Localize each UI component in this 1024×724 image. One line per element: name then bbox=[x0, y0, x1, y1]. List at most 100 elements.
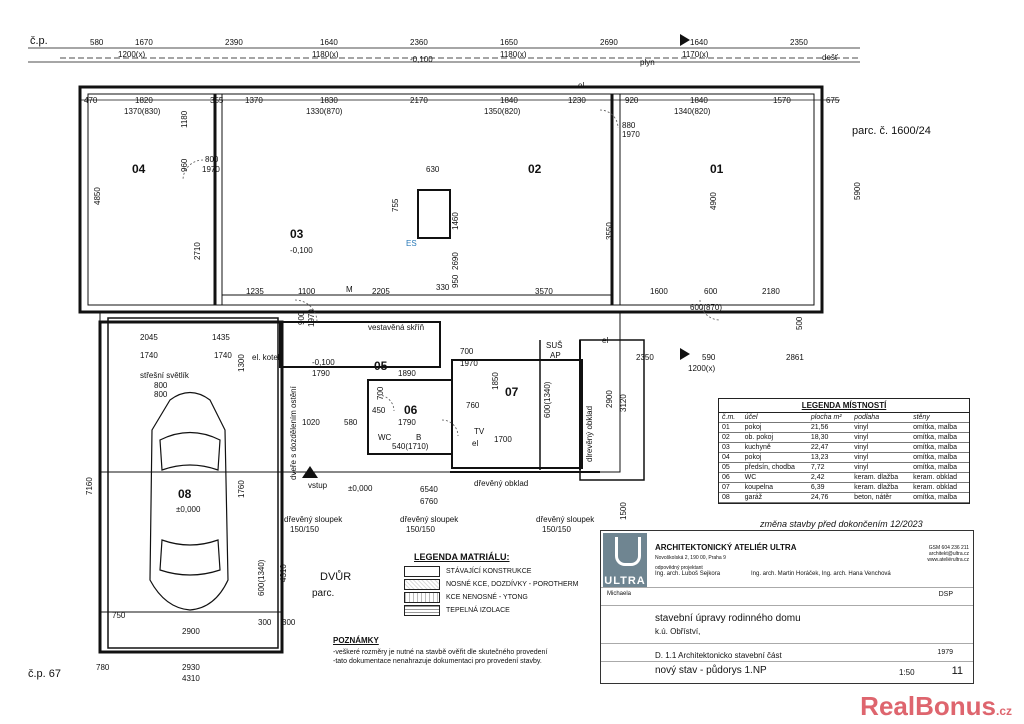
dim-in-2: 355 bbox=[210, 96, 224, 105]
dim-misc-0: 4850 bbox=[93, 187, 102, 205]
dim-sub-2: 1350(820) bbox=[484, 107, 521, 116]
contact-web: www.ateliérultra.cz bbox=[927, 557, 969, 563]
dim-misc-64: 300 bbox=[258, 618, 272, 627]
dim-misc-24: 500 bbox=[795, 316, 804, 330]
col-walls: stěny bbox=[910, 413, 969, 423]
author-label: odpovědný projektant bbox=[655, 565, 703, 571]
dim-misc-27: 1740 bbox=[140, 351, 158, 360]
project-place: k.ú. Obříství, bbox=[655, 627, 701, 636]
dim-in-7: 1230 bbox=[568, 96, 586, 105]
change-note: změna stavby před dokončením 12/2023 bbox=[760, 519, 923, 529]
room-08: 08 bbox=[178, 487, 192, 501]
cell: 22,47 bbox=[807, 442, 852, 453]
u-icon bbox=[615, 537, 641, 566]
cell: omítka, malba bbox=[910, 422, 969, 433]
cell: beton, nátěr bbox=[851, 492, 911, 503]
material-legend: LEGENDA MATRIÁLU: STÁVAJÍCÍ KONSTRUKCE N… bbox=[404, 552, 594, 618]
cell: 24,76 bbox=[807, 492, 852, 503]
divider bbox=[601, 587, 973, 588]
car-outline bbox=[149, 391, 229, 611]
post-2-label: dřevěný sloupek bbox=[536, 515, 595, 524]
divider bbox=[601, 661, 973, 662]
util-gas: plyn bbox=[640, 58, 655, 67]
room-05: 05 bbox=[374, 359, 388, 373]
dim-sub-0: 1370(830) bbox=[124, 107, 161, 116]
dim-top-0: 580 bbox=[90, 38, 104, 47]
post-2-dim: 150/150 bbox=[542, 525, 571, 534]
cell: WC bbox=[741, 472, 808, 483]
room-01: 01 bbox=[710, 162, 724, 176]
dim-misc-3: 800 bbox=[205, 155, 219, 164]
dim-in-11: 675 bbox=[826, 96, 840, 105]
closet-label: vestavěná skříň bbox=[368, 323, 424, 332]
dim-misc-36: 590 bbox=[702, 353, 716, 362]
tile-side-label: dlrevěný obklad bbox=[585, 406, 594, 462]
dim-misc-4: 1970 bbox=[202, 165, 220, 174]
dim-misc-42: 450 bbox=[372, 406, 386, 415]
room-06: 06 bbox=[404, 403, 418, 417]
note-line: -tato dokumentace nenahrazuje dokumentac… bbox=[333, 658, 542, 665]
cell: 03 bbox=[719, 442, 742, 453]
section-arrows bbox=[302, 34, 690, 478]
dim-misc-12: 880 bbox=[622, 121, 636, 130]
dim-misc-61: 2930 bbox=[182, 663, 200, 672]
dim-misc-20: 1600 bbox=[650, 287, 668, 296]
level-entrance: ±0,000 bbox=[348, 484, 373, 493]
studio-address: Novoškolská 2, 190 00, Praha 9 bbox=[655, 555, 726, 561]
room-04: 04 bbox=[132, 162, 146, 176]
investor: Michaela bbox=[607, 591, 632, 597]
dim-misc-14: 1235 bbox=[246, 287, 264, 296]
logo-text: ULTRA bbox=[604, 575, 646, 587]
dim-misc-23: 600(870) bbox=[690, 303, 722, 312]
dim-misc-52: 6540 bbox=[420, 485, 438, 494]
dim-top-2: 2390 bbox=[225, 38, 243, 47]
dim-top-3: 1640 bbox=[320, 38, 338, 47]
dim-in-3: 1370 bbox=[245, 96, 263, 105]
util-ap: AP bbox=[550, 351, 561, 360]
dim-misc-60: 750 bbox=[112, 611, 126, 620]
cell: vinyl bbox=[851, 422, 911, 433]
watermark-suffix: .cz bbox=[995, 704, 1012, 718]
dim-sub-1: 1330(870) bbox=[306, 107, 343, 116]
dim-in-4: 1830 bbox=[320, 96, 338, 105]
drawing-number: 11 bbox=[951, 665, 963, 677]
dim-misc-22: 2180 bbox=[762, 287, 780, 296]
level-03: -0,100 bbox=[290, 246, 313, 255]
divider bbox=[601, 643, 973, 644]
cell: keram. dlažba bbox=[851, 472, 911, 483]
dim-misc-25: 2045 bbox=[140, 333, 158, 342]
cell: pokoj bbox=[741, 422, 808, 433]
cell: 06 bbox=[719, 472, 742, 483]
dim-in-8: 920 bbox=[625, 96, 639, 105]
room-legend-title: LEGENDA MÍSTNOSTÍ bbox=[719, 399, 969, 413]
dim-misc-8: 2690 bbox=[451, 252, 460, 270]
dim-misc-59: 2900 bbox=[182, 627, 200, 636]
dim-misc-55: 7160 bbox=[85, 477, 94, 495]
dim-misc-29: 900 bbox=[297, 311, 306, 325]
cell: kuchyně bbox=[741, 442, 808, 453]
dim-top-5: 1650 bbox=[500, 38, 518, 47]
room-03: 03 bbox=[290, 227, 304, 241]
drawing-scale: 1:50 bbox=[899, 668, 915, 677]
author: Ing. arch. Luboš Sejkora bbox=[655, 571, 721, 577]
cell: ob. pokoj bbox=[741, 432, 808, 443]
boiler-label: el. kotel bbox=[252, 353, 280, 362]
swatch-existing bbox=[404, 566, 440, 577]
dim-misc-32: 1890 bbox=[398, 369, 416, 378]
material-row: NOSNÉ KCE, DOZDÍVKY - POROTHERM bbox=[404, 579, 594, 590]
project-year: 1979 bbox=[937, 649, 953, 656]
cell: vinyl bbox=[851, 432, 911, 443]
skylight-label: střešní světlík bbox=[140, 371, 190, 380]
cell: 18,30 bbox=[807, 432, 852, 443]
dim-misc-33: 700 bbox=[460, 347, 474, 356]
notes-title: POZNÁMKY bbox=[333, 636, 379, 645]
realbonus-watermark: RealBonus.cz bbox=[860, 691, 1012, 722]
cell: omítka, malba bbox=[910, 462, 969, 473]
cell: 6,39 bbox=[807, 482, 852, 493]
dim-in-1: 1820 bbox=[135, 96, 153, 105]
notes: POZNÁMKY -veškeré rozměry je nutné na st… bbox=[333, 634, 593, 667]
